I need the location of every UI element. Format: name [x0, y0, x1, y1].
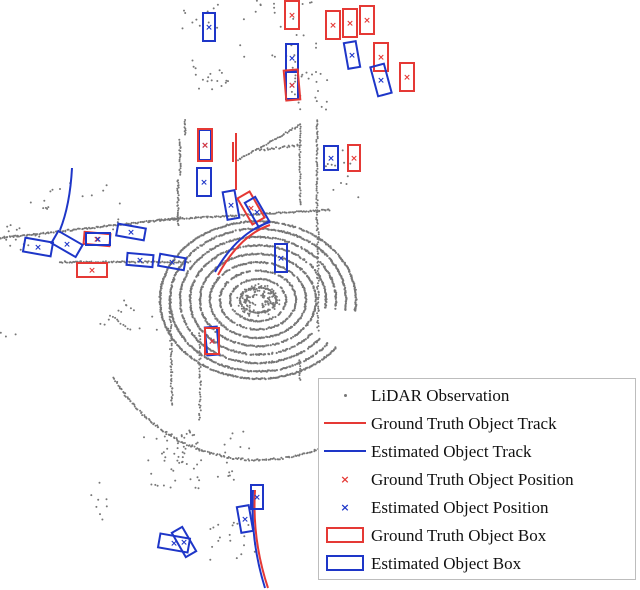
estimated-position-marker: × — [127, 228, 135, 238]
red-x-icon: × — [340, 472, 350, 486]
estimated-box: × — [342, 39, 362, 71]
ground-truth-position-marker: × — [363, 16, 371, 26]
ground-truth-box: × — [342, 8, 358, 38]
estimated-position-marker: × — [180, 538, 188, 548]
estimated-box: × — [170, 525, 198, 559]
legend-label: Ground Truth Object Track — [371, 413, 557, 433]
estimated-position-marker: × — [94, 235, 102, 245]
ground-truth-position-marker: × — [329, 21, 337, 31]
legend-item-lidar-observation: LiDAR Observation — [319, 381, 635, 409]
legend-label: Estimated Object Track — [371, 441, 532, 461]
legend-item-estimated-box: Estimated Object Box — [319, 549, 635, 577]
estimated-box: × — [156, 252, 188, 272]
estimated-position-marker: × — [136, 256, 144, 266]
estimated-track — [59, 167, 73, 231]
estimated-position-marker: × — [227, 201, 235, 211]
estimated-box: × — [285, 70, 299, 100]
estimated-box: × — [274, 243, 288, 273]
estimated-box: × — [85, 232, 111, 246]
legend-label: Estimated Object Position — [371, 497, 549, 517]
ground-truth-position-marker: × — [288, 11, 296, 21]
estimated-box: × — [21, 236, 55, 258]
ground-truth-track — [217, 224, 271, 276]
estimated-position-marker: × — [170, 539, 178, 549]
blue-box-icon — [319, 549, 371, 577]
estimated-position-marker: × — [241, 515, 249, 525]
legend-label: Estimated Object Box — [371, 553, 522, 573]
ground-truth-position-marker: × — [201, 141, 209, 151]
estimated-position-marker: × — [288, 54, 296, 64]
estimated-box: × — [115, 222, 147, 242]
legend-item-ground-truth-box: Ground Truth Object Box — [319, 521, 635, 549]
estimated-box: × — [125, 251, 155, 269]
ground-truth-position-marker: × — [350, 154, 358, 164]
estimated-position-marker: × — [377, 76, 385, 86]
legend-item-ground-truth-position: × Ground Truth Object Position — [319, 465, 635, 493]
estimated-position-marker: × — [327, 154, 335, 164]
estimated-box: × — [196, 167, 212, 197]
estimated-position-marker: × — [253, 208, 261, 218]
legend-item-estimated-track: Estimated Object Track — [319, 437, 635, 465]
ground-truth-box: × — [284, 0, 300, 30]
estimated-position-marker: × — [288, 81, 296, 91]
estimated-box: × — [156, 532, 192, 554]
object-tracks — [59, 133, 271, 589]
estimated-box: × — [235, 503, 255, 535]
blue-line-icon — [319, 437, 371, 465]
legend-item-ground-truth-track: Ground Truth Object Track — [319, 409, 635, 437]
blue-x-icon: × — [340, 500, 350, 514]
estimated-position-marker: × — [253, 493, 261, 503]
ground-truth-box: × — [76, 262, 108, 278]
estimated-box: × — [50, 229, 84, 259]
estimated-box: × — [202, 12, 216, 42]
estimated-position-marker: × — [201, 141, 209, 151]
ground-truth-box: × — [236, 190, 266, 226]
estimated-position-marker: × — [168, 258, 176, 268]
ground-truth-position-marker: × — [377, 53, 385, 63]
estimated-position-marker: × — [205, 23, 213, 33]
ground-truth-box: × — [197, 128, 213, 162]
ground-truth-position-marker: × — [88, 266, 96, 276]
ground-truth-position-marker: × — [247, 204, 255, 214]
legend-label: LiDAR Observation — [371, 385, 510, 405]
ground-truth-box: × — [325, 10, 341, 40]
legend-label: Ground Truth Object Box — [371, 525, 547, 545]
estimated-box: × — [221, 189, 241, 221]
ground-truth-position-marker: × — [93, 235, 101, 245]
estimated-position-marker: × — [277, 254, 285, 264]
ground-truth-box: × — [359, 5, 375, 35]
estimated-box: × — [250, 484, 264, 510]
ground-truth-box: × — [282, 68, 302, 102]
estimated-box: × — [243, 195, 271, 229]
estimated-box: × — [323, 145, 339, 171]
estimated-track — [251, 489, 266, 589]
estimated-position-marker: × — [348, 51, 356, 61]
legend: LiDAR Observation Ground Truth Object Tr… — [318, 378, 636, 580]
legend-label: Ground Truth Object Position — [371, 469, 574, 489]
estimated-position-marker: × — [34, 243, 42, 253]
legend-item-estimated-position: × Estimated Object Position — [319, 493, 635, 521]
ground-truth-box: × — [204, 327, 220, 355]
ground-truth-position-marker: × — [403, 73, 411, 83]
estimated-position-marker: × — [200, 178, 208, 188]
estimated-box: × — [369, 62, 393, 98]
red-box-icon — [319, 521, 371, 549]
ground-truth-box: × — [373, 42, 389, 72]
red-line-icon — [319, 409, 371, 437]
ground-truth-position-marker: × — [346, 19, 354, 29]
ground-truth-box: × — [347, 144, 361, 172]
estimated-position-marker: × — [63, 240, 71, 250]
ground-truth-box: × — [399, 62, 415, 92]
ground-truth-track — [253, 489, 269, 589]
lidar-dot-icon — [319, 381, 371, 409]
ground-truth-position-marker: × — [208, 337, 216, 347]
object-boxes: ××××××××××××××××××××××××××××××××××× — [21, 0, 415, 559]
estimated-position-marker: × — [208, 337, 216, 347]
ground-truth-position-marker: × — [288, 81, 296, 91]
